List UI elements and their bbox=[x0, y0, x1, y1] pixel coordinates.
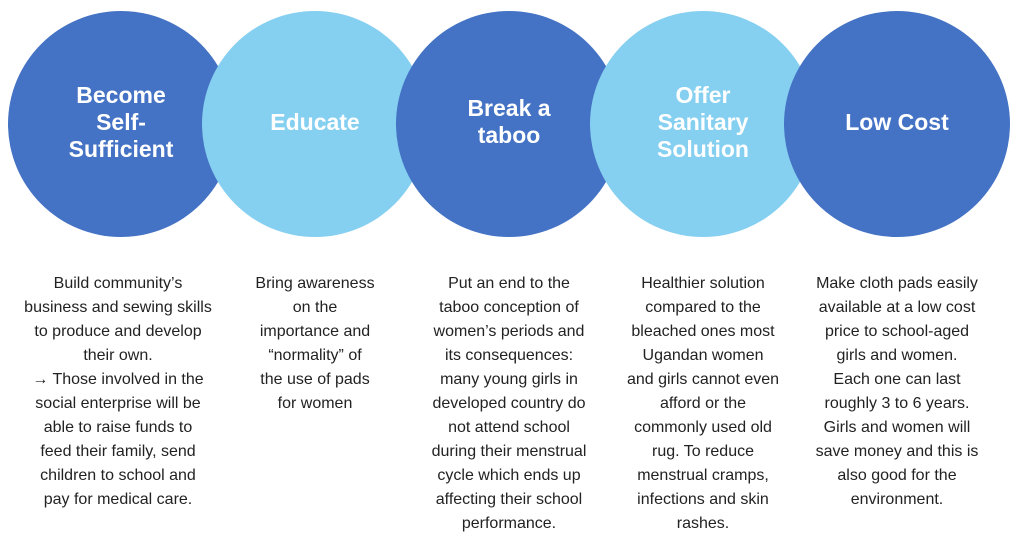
description-educate: Bring awareness on the importance and “n… bbox=[255, 275, 375, 412]
description-low-cost: Make cloth pads easily available at a lo… bbox=[815, 275, 979, 508]
description-break-a-taboo: Put an end to the taboo conception of wo… bbox=[431, 275, 587, 532]
circle-offer-sanitary-solution: Offer Sanitary Solution bbox=[590, 11, 816, 237]
circle-title: Low Cost bbox=[845, 108, 949, 135]
circle-educate: Educate bbox=[202, 11, 428, 237]
circle-title: Break a taboo bbox=[467, 95, 551, 148]
circle-low-cost: Low Cost bbox=[784, 11, 1010, 237]
circle-title: Offer Sanitary Solution bbox=[657, 81, 749, 162]
circle-break-a-taboo: Break a taboo bbox=[396, 11, 622, 237]
description-become-self-sufficient: Build community’s business and sewing sk… bbox=[24, 275, 212, 508]
description-offer-sanitary-solution: Healthier solution compared to the bleac… bbox=[626, 275, 780, 532]
circle-title: Educate bbox=[270, 108, 360, 135]
circle-become-self-sufficient: Become Self- Sufficient bbox=[8, 11, 234, 237]
circle-title: Become Self- Sufficient bbox=[68, 81, 174, 162]
